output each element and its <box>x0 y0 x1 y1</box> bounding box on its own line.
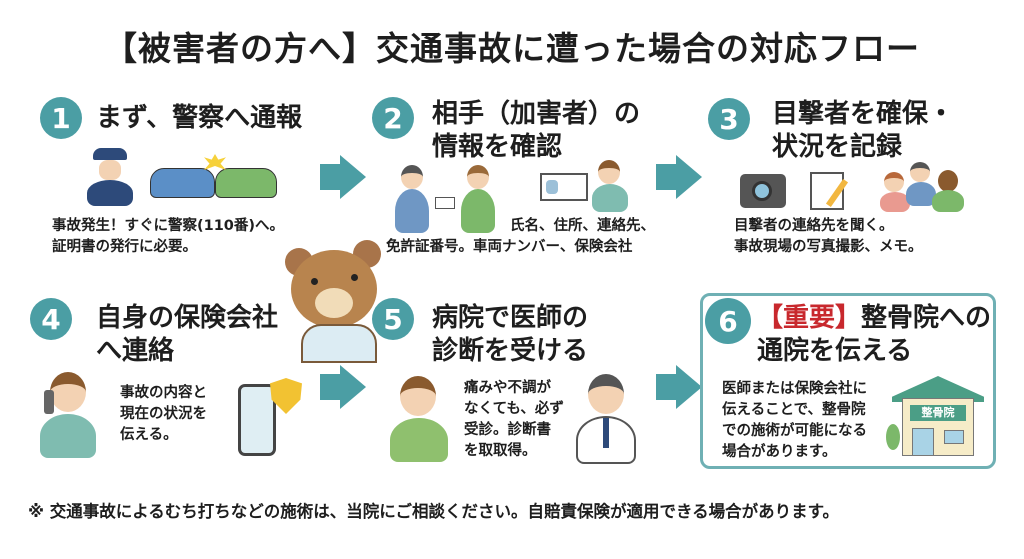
step-6-desc-line4: 場合があります。 <box>722 444 837 460</box>
page-title: 【被害者の方へ】交通事故に遭った場合の対応フロー <box>104 29 920 68</box>
notepad-icon <box>810 172 849 210</box>
step-4-desc-line2: 現在の状況を <box>120 406 207 422</box>
step-5-heading-line2: 診断を受ける <box>432 336 589 366</box>
step-5-desc-line3: 受診。診断書 <box>464 422 551 438</box>
step-1-desc-line2: 証明書の発行に必要。 <box>52 239 197 255</box>
flow-arrow-icon <box>320 155 366 199</box>
step-6-desc-line3: での施術が可能になる <box>722 423 867 439</box>
step-3-desc-line2: 事故現場の写真撮影、メモ。 <box>734 239 923 255</box>
step-6-heading-line1: 整骨院への <box>861 303 992 333</box>
bear-mascot-icon <box>285 238 385 363</box>
car-crash-icon <box>150 154 280 205</box>
step-3-heading-line1: 目撃者を確保・ <box>772 99 955 129</box>
step-6-desc-line2: 伝えることで、整骨院 <box>722 402 866 418</box>
step-1-heading: まず、警察へ通報 <box>96 103 303 133</box>
step-2-heading-line1: 相手（加害者）の <box>432 99 641 129</box>
doctor-icon <box>574 374 638 464</box>
flow-arrow-icon <box>656 365 702 409</box>
step-number-6: 6 <box>705 298 751 344</box>
phone-icon <box>238 384 276 456</box>
step-5-desc-line2: なくても、必ず <box>464 401 564 417</box>
step-number-1: 1 <box>40 97 82 139</box>
footnote: ※ 交通事故によるむち打ちなどの施術は、当院にご相談ください。自賠責保険が適用で… <box>28 502 839 521</box>
clinic-building-icon: 整骨院 <box>892 376 984 460</box>
flow-arrow-icon <box>320 365 366 409</box>
step-4-heading-line1: 自身の保険会社 <box>96 303 279 333</box>
step-number-3: 3 <box>708 98 750 140</box>
important-tag: 【重要】 <box>757 303 862 333</box>
step-2-heading-line2: 情報を確認 <box>432 132 563 162</box>
step-number-5: 5 <box>372 298 414 340</box>
step-5-desc-line1: 痛みや不調が <box>464 380 551 396</box>
police-officer-icon <box>85 148 135 206</box>
step-5-desc-line4: を取取得。 <box>464 443 537 459</box>
person-showing-card-icon <box>592 160 628 212</box>
step-6-heading-line2: 通院を伝える <box>757 336 913 366</box>
step-number-2: 2 <box>372 97 414 139</box>
flow-arrow-icon <box>656 155 702 199</box>
id-card-icon <box>540 173 588 201</box>
exchange-info-people-icon <box>395 165 500 233</box>
step-3-desc-line1: 目撃者の連絡先を聞く。 <box>734 218 894 234</box>
witnesses-icon <box>880 162 965 212</box>
camera-icon <box>740 174 786 208</box>
step-1-desc-line1: 事故発生！すぐに警察(110番)へ。 <box>52 218 285 234</box>
step-3-heading-line2: 状況を記録 <box>772 132 903 162</box>
step-4-desc-line3: 伝える。 <box>120 427 178 443</box>
injured-patient-icon <box>388 376 450 462</box>
step-number-4: 4 <box>30 298 72 340</box>
clinic-sign: 整骨院 <box>910 405 966 421</box>
tree-icon <box>886 424 900 450</box>
step-2-desc-line1: 氏名、住所、連絡先、 <box>510 218 655 234</box>
step-4-desc-line1: 事故の内容と <box>120 385 207 401</box>
step-2-desc-line2: 免許証番号。車両ナンバー、保険会社 <box>386 239 633 255</box>
step-5-heading-line1: 病院で医師の <box>432 303 589 333</box>
person-on-phone-icon <box>38 372 98 458</box>
step-6-desc-line1: 医師または保険会社に <box>722 381 867 397</box>
step-4-heading-line2: へ連絡 <box>96 336 175 366</box>
